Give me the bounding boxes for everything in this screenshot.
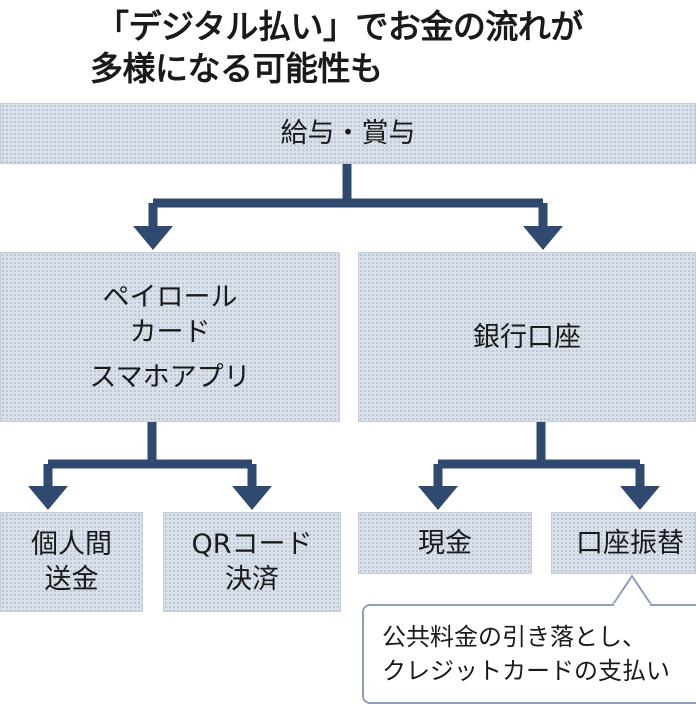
arrowhead-to-transfer	[620, 486, 660, 510]
node-salary: 給与・賞与	[0, 103, 696, 164]
node-cash: 現金	[358, 512, 532, 574]
node-cash-label: 現金	[418, 527, 472, 559]
node-p2p-transfer-line-2: 送金	[44, 564, 99, 595]
node-p2p-transfer: 個人間 送金	[0, 512, 143, 612]
arrowhead-to-p2p	[28, 486, 68, 510]
node-payroll-card-line-3: スマホアプリ	[89, 361, 251, 393]
arrow-card-split	[43, 422, 257, 488]
node-payroll-card-line-1: ペイロール	[102, 281, 238, 313]
node-payroll-card-line-2: カード	[129, 316, 211, 348]
arrowhead-to-card	[133, 226, 173, 250]
node-qr-payment-line-2: 決済	[225, 564, 279, 595]
annotation-bubble: 公共料金の引き落とし、 クレジットカードの支払い	[362, 604, 696, 704]
arrow-salary-split	[148, 164, 548, 228]
arrowhead-to-cash	[418, 486, 458, 510]
node-qr-payment-line-1: QRコード	[191, 529, 313, 560]
annotation-line-2: クレジットカードの支払い	[382, 657, 670, 685]
arrowhead-to-qr	[232, 486, 272, 510]
node-qr-payment: QRコード 決済	[163, 512, 341, 612]
diagram-title: 「デジタル払い」でお金の流れが 多様になる可能性も	[90, 6, 583, 90]
annotation-line-1: 公共料金の引き落とし、	[382, 623, 646, 651]
node-payroll-card: ペイロール カード スマホアプリ	[0, 252, 340, 422]
node-account-transfer-label: 口座振替	[576, 527, 684, 559]
node-p2p-transfer-line-1: 個人間	[31, 529, 112, 560]
arrowhead-to-bank	[523, 226, 563, 250]
node-account-transfer: 口座振替	[551, 512, 696, 574]
node-salary-label: 給与・賞与	[280, 118, 416, 149]
node-bank-account: 銀行口座	[358, 252, 696, 422]
node-bank-account-label: 銀行口座	[473, 321, 581, 353]
title-line-2: 多様になる可能性も	[90, 49, 383, 88]
title-line-1: 「デジタル払い」でお金の流れが	[96, 7, 583, 46]
arrow-bank-split	[433, 422, 645, 488]
